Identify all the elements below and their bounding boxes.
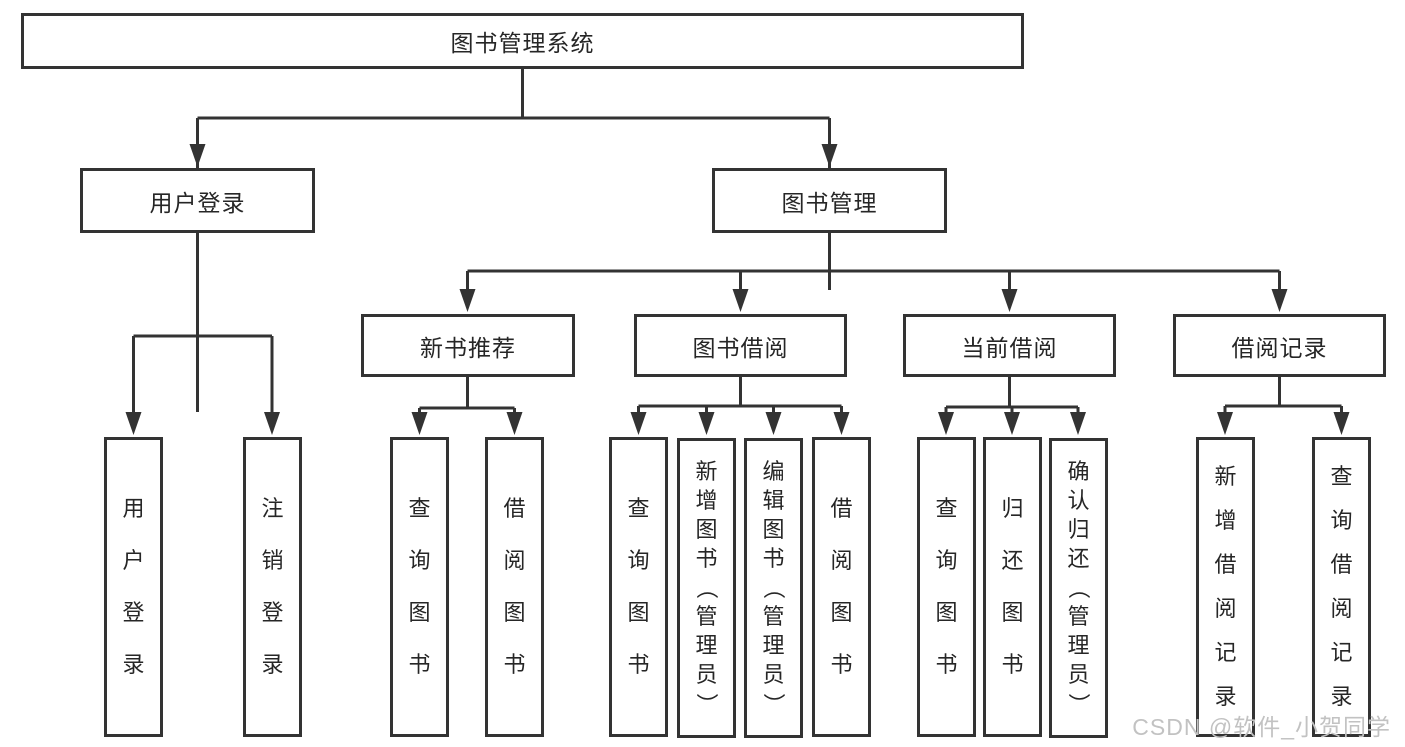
arrowhead xyxy=(698,412,715,435)
arrowhead xyxy=(1217,412,1233,435)
node-book-borrow: 图书借阅 xyxy=(634,314,847,377)
arrowhead xyxy=(1001,289,1018,312)
leaf-newbooks-borrow: 借阅图书 xyxy=(485,437,544,737)
leaf-borrow-edit-admin: 编辑图书（管理员） xyxy=(744,438,803,738)
connector-newbooks-to-leaves xyxy=(418,377,516,414)
leaf-records-add: 新增借阅记录 xyxy=(1196,437,1255,737)
arrowhead xyxy=(821,144,838,167)
csdn-watermark: CSDN @软件_小贺同学 xyxy=(1132,714,1391,740)
arrowhead xyxy=(765,412,782,435)
arrowhead xyxy=(411,412,428,435)
arrowhead xyxy=(264,412,280,435)
arrowhead xyxy=(1333,412,1350,435)
connector-bookmgmt-to-level3 xyxy=(466,233,1281,291)
arrowhead xyxy=(506,412,523,435)
arrowhead xyxy=(189,144,206,167)
arrowhead xyxy=(630,412,647,435)
connector-records-to-leaves xyxy=(1223,377,1343,414)
connector-root-to-level2 xyxy=(196,69,831,412)
connector-bookborrow-to-leaves xyxy=(637,377,843,414)
connector-userlogin-to-leaves xyxy=(132,233,274,414)
leaf-current-return: 归还图书 xyxy=(983,437,1042,737)
arrowhead xyxy=(459,289,476,312)
node-book-management: 图书管理 xyxy=(712,168,947,233)
leaf-user-login: 用户登录 xyxy=(104,437,163,737)
node-new-book-recommend: 新书推荐 xyxy=(361,314,575,377)
leaf-current-confirm-admin: 确认归还（管理员） xyxy=(1049,438,1108,738)
arrowhead xyxy=(833,412,850,435)
leaf-borrow-query: 查询图书 xyxy=(609,437,668,737)
arrowhead xyxy=(1004,412,1020,435)
arrowhead xyxy=(732,289,749,312)
arrowhead xyxy=(125,412,142,435)
leaf-records-query: 查询借阅记录 xyxy=(1312,437,1371,737)
arrowhead xyxy=(1271,289,1288,312)
leaf-current-query: 查询图书 xyxy=(917,437,976,737)
node-user-login: 用户登录 xyxy=(80,168,315,233)
arrowhead xyxy=(1070,412,1086,435)
leaf-logout: 注销登录 xyxy=(243,437,302,737)
arrowhead xyxy=(938,412,954,435)
leaf-borrow-add-admin: 新增图书（管理员） xyxy=(677,438,736,738)
leaf-newbooks-query: 查询图书 xyxy=(390,437,449,737)
leaf-borrow-borrow: 借阅图书 xyxy=(812,437,871,737)
node-root: 图书管理系统 xyxy=(21,13,1024,69)
node-borrow-records: 借阅记录 xyxy=(1173,314,1386,377)
connector-currentborrow-to-leaves xyxy=(944,377,1080,414)
node-current-borrow: 当前借阅 xyxy=(903,314,1116,377)
